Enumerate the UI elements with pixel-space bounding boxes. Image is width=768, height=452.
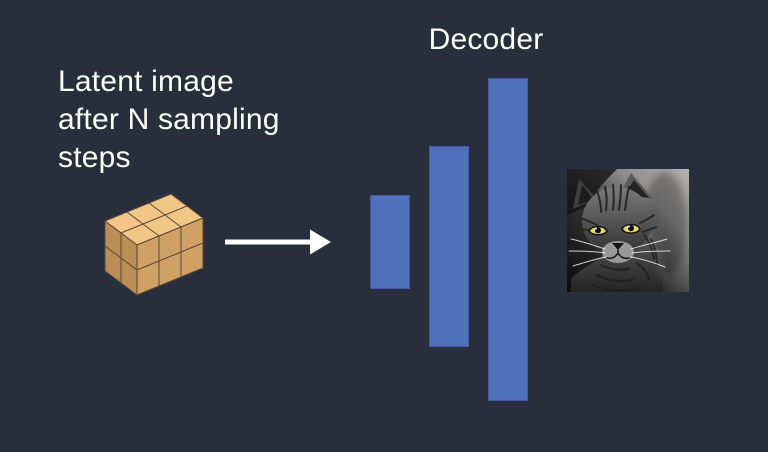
decoded-cat-image [567,169,689,292]
decoder-layer-medium [429,146,469,347]
latent-label-line2: after N sampling [58,103,280,136]
latent-label-line3: steps [58,141,131,174]
latent-image-label: Latent image after N sampling steps [58,63,280,177]
latent-tensor-cube-icon [104,193,204,296]
decoder-label: Decoder [428,23,544,56]
decoder-layer-large [488,78,528,401]
right-arrow-icon [225,229,331,255]
latent-label-line1: Latent image [58,65,234,98]
decoder-layer-small [370,195,410,289]
